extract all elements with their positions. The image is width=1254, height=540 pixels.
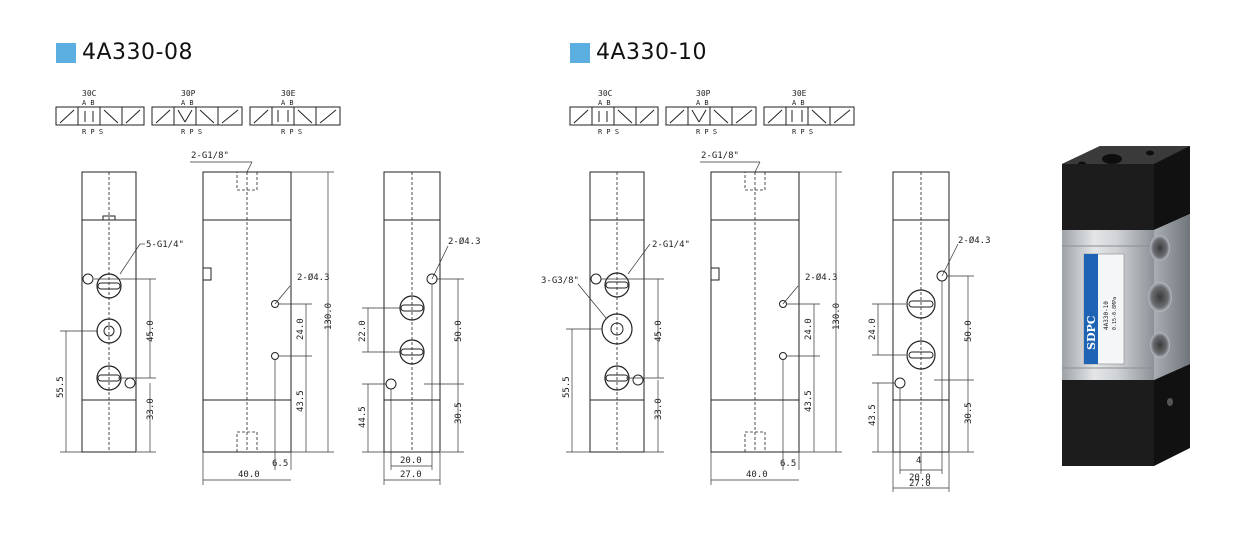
side-hole-label: 2-Ø4.3 <box>297 272 330 283</box>
dim-130-0: 130.0 <box>832 303 842 330</box>
front-view: 5-G1/4" 45.0 33.0 55.5 <box>56 171 184 453</box>
symbol-bottom-ports: R P S <box>181 128 202 136</box>
title-4a330-08: 4A330-08 <box>56 40 193 65</box>
dim-24-0: 24.0 <box>868 318 878 340</box>
dim-24-0: 24.0 <box>296 318 306 340</box>
symbol-code: 30C <box>82 89 97 98</box>
symbol-bottom-ports: R P S <box>281 128 302 136</box>
symbol-top-ports: A B <box>82 99 95 107</box>
title-4a330-10: 4A330-10 <box>570 40 707 65</box>
dim-50-0: 50.0 <box>964 320 974 342</box>
symbol-top-ports: A B <box>792 99 805 107</box>
back-hole-label: 2-Ø4.3 <box>958 235 991 246</box>
symbol-bottom-ports: R P S <box>792 128 813 136</box>
dim-45-0: 45.0 <box>146 320 156 342</box>
dim-43-5: 43.5 <box>868 404 878 426</box>
dim-33-0: 33.0 <box>146 398 156 420</box>
symbol-bottom-ports: R P S <box>598 128 619 136</box>
dim-6-5: 6.5 <box>272 459 288 469</box>
title-marker <box>570 42 590 63</box>
dim-55-5: 55.5 <box>56 376 66 398</box>
title-text: 4A330-10 <box>596 40 707 65</box>
model-1-drawings: 30C A B R P S 30P A B R P S 30E A B R P … <box>55 89 481 485</box>
dim-27-0: 27.0 <box>400 470 422 480</box>
symbol-code: 30C <box>598 89 613 98</box>
front-port-label-2: 3-G3/8" <box>541 276 579 286</box>
symbol-code: 30E <box>792 89 807 98</box>
title-marker <box>56 42 76 63</box>
dim-40-0: 40.0 <box>746 470 768 480</box>
symbol-30p: 30P A B R P S <box>665 89 757 136</box>
symbol-top-ports: A B <box>181 99 194 107</box>
symbol-code: 30P <box>696 89 711 98</box>
photo-label-model: 4A330-10 <box>1103 301 1110 330</box>
symbol-30c: 30C A B R P S <box>55 89 145 136</box>
dim-27-0: 27.0 <box>909 479 931 489</box>
dim-50-0: 50.0 <box>454 320 464 342</box>
side-port-label: 2-G1/8" <box>701 151 739 161</box>
brand-label: SDPC <box>1085 315 1098 350</box>
dim-30-5: 30.5 <box>454 402 464 424</box>
side-view: 2-G1/8" 2-Ø4.3 24.0 130.0 43.5 6.5 40.0 <box>190 151 334 485</box>
dim-44-5: 44.5 <box>358 406 368 428</box>
title-text: 4A330-08 <box>82 40 193 65</box>
dim-45-0: 45.0 <box>654 320 664 342</box>
dim-33-0: 33.0 <box>654 398 664 420</box>
back-hole-label: 2-Ø4.3 <box>448 236 481 247</box>
symbol-30c: 30C A B R P S <box>569 89 659 136</box>
front-port-label: 2-G1/4" <box>652 240 690 250</box>
dim-55-5: 55.5 <box>562 376 572 398</box>
side-port-label: 2-G1/8" <box>191 151 229 161</box>
symbol-bottom-ports: R P S <box>82 128 103 136</box>
symbol-30p: 30P A B R P S <box>151 89 243 136</box>
symbol-top-ports: A B <box>598 99 611 107</box>
product-photo: SDPC 4A330-10 0.15-0.8MPa <box>1062 146 1190 466</box>
dim-43-5: 43.5 <box>804 390 814 412</box>
symbol-top-ports: A B <box>281 99 294 107</box>
symbol-bottom-ports: R P S <box>696 128 717 136</box>
dim-30-5: 30.5 <box>964 402 974 424</box>
photo-label-pressure: 0.15-0.8MPa <box>1112 297 1118 330</box>
model-2-drawings: 30C A B R P S 30P A B R P S 30E A B R P … <box>541 89 991 492</box>
dim-130-0: 130.0 <box>324 303 334 330</box>
back-view: 2-Ø4.3 22.0 50.0 44.5 30.5 20.0 27.0 <box>358 171 481 485</box>
dim-40-0: 40.0 <box>238 470 260 480</box>
dim-6-5: 6.5 <box>780 459 796 469</box>
symbol-code: 30P <box>181 89 196 98</box>
dim-22-0: 22.0 <box>358 320 368 342</box>
dim-43-5: 43.5 <box>296 390 306 412</box>
side-hole-label: 2-Ø4.3 <box>805 272 838 283</box>
dim-20-0: 20.0 <box>909 473 931 483</box>
side-view: 2-G1/8" 2-Ø4.3 24.0 130.0 43.5 6.5 40.0 <box>700 151 842 485</box>
dim-20-0: 20.0 <box>400 456 422 466</box>
symbol-code: 30E <box>281 89 296 98</box>
symbol-top-ports: A B <box>696 99 709 107</box>
symbol-30e: 30E A B R P S <box>249 89 341 136</box>
symbol-30e: 30E A B R P S <box>763 89 855 136</box>
dim-4: 4 <box>916 456 921 466</box>
dim-24-0: 24.0 <box>804 318 814 340</box>
front-port-label: 5-G1/4" <box>146 240 184 250</box>
back-view: 2-Ø4.3 24.0 50.0 43.5 30.5 4 20.0 <box>868 171 991 492</box>
front-view: 2-G1/4" 3-G3/8" 45.0 33.0 55.5 <box>541 171 690 453</box>
